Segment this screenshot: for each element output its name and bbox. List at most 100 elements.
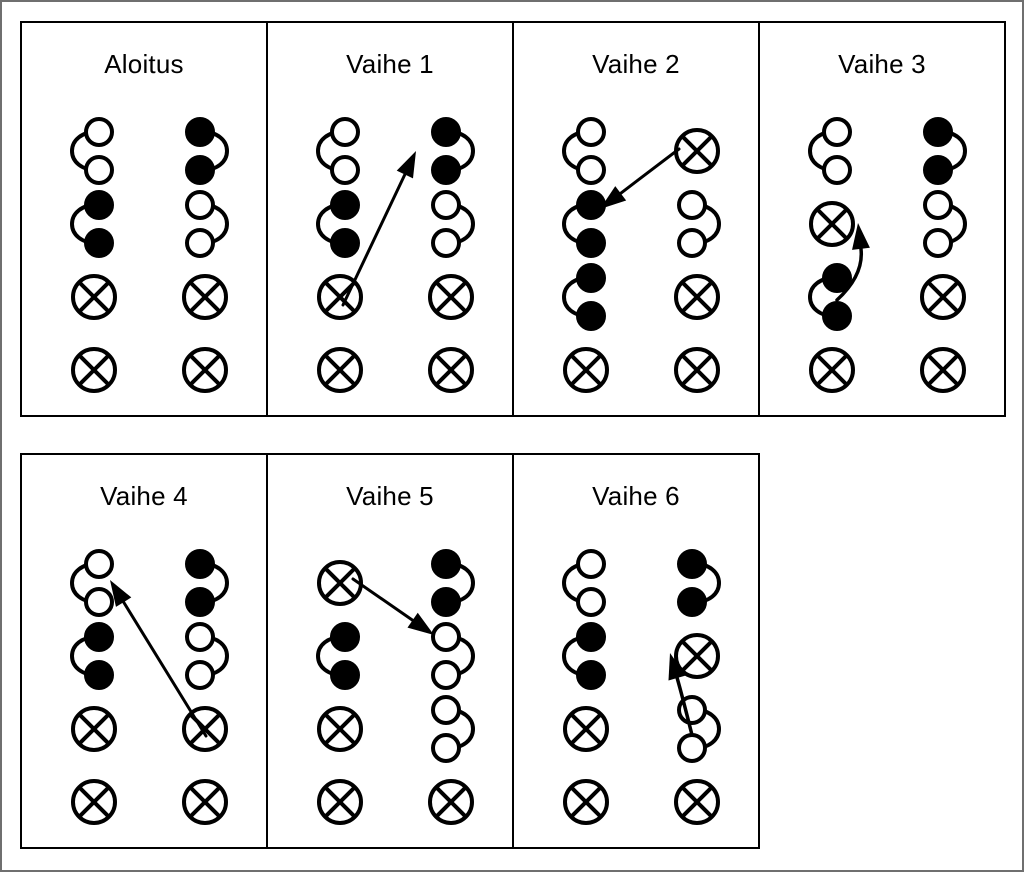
hook-top-circle <box>431 549 461 579</box>
slot-left-3-black[interactable] <box>795 262 857 332</box>
arrow-head <box>407 612 434 635</box>
hook-top-circle <box>84 117 114 147</box>
hook-top-circle <box>330 117 360 147</box>
hook-top-circle <box>431 695 461 725</box>
slot-left-3-cross[interactable] <box>314 703 366 755</box>
hook-top-circle <box>84 549 114 579</box>
hook-top-circle <box>185 117 215 147</box>
slot-grid <box>760 23 1004 415</box>
curved-move-arrow <box>668 653 694 737</box>
slot-left-1-white[interactable] <box>549 116 611 186</box>
panel-aloitus[interactable]: Aloitus <box>20 21 268 417</box>
slot-right-1-black[interactable] <box>180 548 242 618</box>
slot-right-3-cross[interactable] <box>917 271 969 323</box>
slot-right-4-cross[interactable] <box>671 344 723 396</box>
arrow-head <box>396 151 416 179</box>
arrow-shaft <box>675 676 694 737</box>
slot-right-4-cross[interactable] <box>179 776 231 828</box>
slot-right-3-white[interactable] <box>426 694 488 764</box>
slot-left-1-white[interactable] <box>57 548 119 618</box>
slot-left-3-cross[interactable] <box>68 271 120 323</box>
slot-left-2-black[interactable] <box>303 189 365 259</box>
slot-left-3-black[interactable] <box>549 262 611 332</box>
slot-right-3-white[interactable] <box>672 694 734 764</box>
panel-vaihe-3[interactable]: Vaihe 3 <box>758 21 1006 417</box>
slot-right-3-cross[interactable] <box>179 271 231 323</box>
panel-vaihe-6[interactable]: Vaihe 6 <box>512 453 760 849</box>
slot-right-4-cross[interactable] <box>179 344 231 396</box>
hook-top-circle <box>185 190 215 220</box>
slot-left-2-black[interactable] <box>549 621 611 691</box>
slot-left-4-cross[interactable] <box>560 776 612 828</box>
slot-left-4-cross[interactable] <box>68 344 120 396</box>
slot-left-2-black[interactable] <box>303 621 365 691</box>
slot-grid <box>22 455 266 847</box>
hook-bottom-circle <box>185 660 215 690</box>
slot-left-3-cross[interactable] <box>560 703 612 755</box>
hook-bottom-circle <box>431 228 461 258</box>
slot-right-2-white[interactable] <box>672 189 734 259</box>
panel-vaihe-4[interactable]: Vaihe 4 <box>20 453 268 849</box>
slot-left-2-black[interactable] <box>549 189 611 259</box>
slot-right-4-cross[interactable] <box>671 776 723 828</box>
slot-left-1-white[interactable] <box>57 116 119 186</box>
slot-grid <box>514 23 758 415</box>
slot-right-1-black[interactable] <box>426 548 488 618</box>
slot-left-4-cross[interactable] <box>314 776 366 828</box>
slot-left-4-cross[interactable] <box>68 776 120 828</box>
panel-title: Vaihe 5 <box>346 481 434 511</box>
slot-left-4-cross[interactable] <box>560 344 612 396</box>
slot-left-1-white[interactable] <box>549 548 611 618</box>
slot-right-1-black[interactable] <box>426 116 488 186</box>
hook-top-circle <box>923 190 953 220</box>
slot-left-2-cross[interactable] <box>806 198 858 250</box>
slot-right-1-black[interactable] <box>180 116 242 186</box>
hook-bottom-circle <box>677 228 707 258</box>
slot-right-3-cross[interactable] <box>425 271 477 323</box>
slot-right-2-white[interactable] <box>426 621 488 691</box>
slot-left-4-cross[interactable] <box>806 344 858 396</box>
slot-right-1-black[interactable] <box>672 548 734 618</box>
panel-title: Vaihe 3 <box>838 49 926 79</box>
slot-right-4-cross[interactable] <box>917 344 969 396</box>
panel-vaihe-1[interactable]: Vaihe 1 <box>266 21 514 417</box>
hook-top-circle <box>576 622 606 652</box>
slot-left-1-white[interactable] <box>795 116 857 186</box>
slot-right-4-cross[interactable] <box>425 776 477 828</box>
panel-vaihe-5[interactable]: Vaihe 5 <box>266 453 514 849</box>
hook-top-circle <box>822 117 852 147</box>
slot-right-1-black[interactable] <box>918 116 980 186</box>
hook-bottom-circle <box>330 660 360 690</box>
slot-right-2-white[interactable] <box>180 621 242 691</box>
hook-bottom-circle <box>576 587 606 617</box>
slot-left-1-cross[interactable] <box>314 557 366 609</box>
slot-left-2-black[interactable] <box>57 189 119 259</box>
hook-top-circle <box>677 549 707 579</box>
slot-grid <box>514 455 758 847</box>
hook-top-circle <box>822 263 852 293</box>
slot-left-2-black[interactable] <box>57 621 119 691</box>
slot-right-4-cross[interactable] <box>425 344 477 396</box>
arrow-shaft <box>619 147 681 195</box>
hook-bottom-circle <box>576 660 606 690</box>
curved-move-arrow <box>835 223 870 302</box>
slot-left-1-white[interactable] <box>303 116 365 186</box>
hook-top-circle <box>576 117 606 147</box>
hook-bottom-circle <box>431 587 461 617</box>
hook-bottom-circle <box>576 301 606 331</box>
slot-grid <box>22 23 266 415</box>
arrow-shaft <box>351 577 415 622</box>
slot-right-2-white[interactable] <box>426 189 488 259</box>
hook-bottom-circle <box>822 155 852 185</box>
slot-right-2-white[interactable] <box>180 189 242 259</box>
slot-right-3-cross[interactable] <box>671 271 723 323</box>
slot-left-3-cross[interactable] <box>68 703 120 755</box>
slot-right-2-white[interactable] <box>918 189 980 259</box>
slot-right-2-cross[interactable] <box>671 630 723 682</box>
panel-vaihe-2[interactable]: Vaihe 2 <box>512 21 760 417</box>
hook-bottom-circle <box>330 228 360 258</box>
arrow-shaft <box>341 172 407 307</box>
hook-top-circle <box>330 190 360 220</box>
slot-left-4-cross[interactable] <box>314 344 366 396</box>
